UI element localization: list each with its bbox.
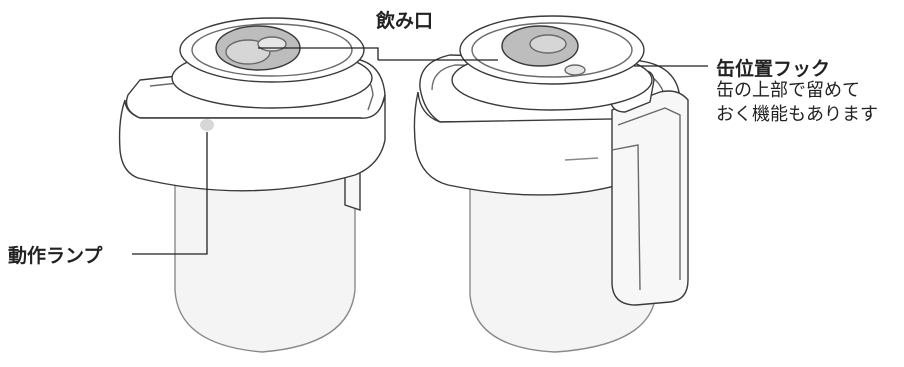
drink-port-leader [258, 47, 498, 61]
operation-lamp-label: 動作ランプ [8, 245, 103, 267]
hook-title-label: 缶位置フック [716, 58, 831, 80]
right-device [413, 15, 689, 353]
left-holder-band [118, 94, 386, 192]
operation-lamp [200, 119, 214, 131]
hook-desc-line-2: おく機能もあります [716, 104, 878, 125]
right-holder-band [413, 91, 666, 196]
lamp-leader [132, 132, 208, 255]
drink-port-label: 飲み口 [376, 10, 434, 32]
right-side-arm [611, 90, 689, 306]
left-can-body [174, 174, 356, 353]
callout-leaders [132, 47, 708, 255]
right-can-body [469, 179, 656, 353]
left-device [118, 17, 386, 353]
hook-desc-line-1: 缶の上部で留めて [716, 80, 860, 101]
